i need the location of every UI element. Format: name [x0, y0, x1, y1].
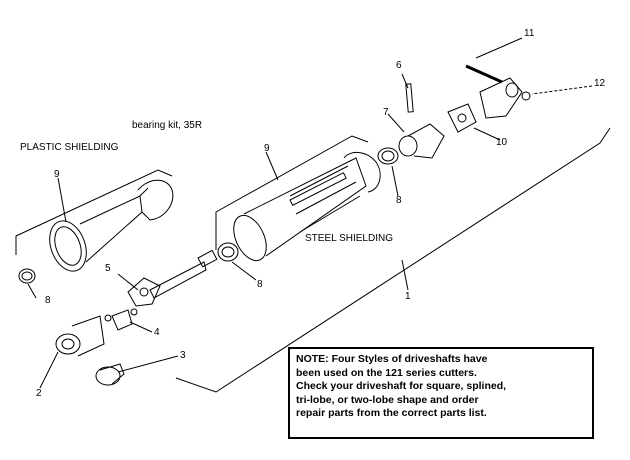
leader-4 — [129, 321, 153, 333]
callout-4: 4 — [154, 327, 160, 338]
nut-12 — [521, 91, 531, 101]
yoke-10 — [479, 77, 523, 119]
callout-9-left: 9 — [54, 169, 60, 180]
callout-8-left: 8 — [45, 295, 51, 306]
leader-5 — [117, 273, 139, 291]
cross-10 — [447, 103, 477, 133]
callout-10: 10 — [496, 137, 508, 148]
collar-3 — [95, 363, 125, 386]
callout-12: 12 — [594, 78, 606, 89]
callout-2: 2 — [36, 388, 42, 399]
yoke-2 — [55, 315, 105, 357]
leader-10 — [473, 127, 501, 141]
note-line: repair parts from the correct parts list… — [296, 407, 487, 419]
callout-9-middle: 9 — [264, 143, 270, 154]
note-box: NOTE: Four Styles of driveshafts have be… — [288, 347, 594, 439]
bearing-kit-label: bearing kit, 35R — [132, 120, 203, 131]
leader-1 — [401, 259, 409, 291]
callout-8-middle: 8 — [257, 279, 263, 290]
ring-8-left — [18, 268, 36, 284]
cross-4 — [104, 308, 138, 331]
callout-5: 5 — [105, 263, 111, 274]
inner-shaft — [149, 261, 207, 299]
ring-8-middle — [217, 242, 239, 262]
callout-11: 11 — [524, 28, 535, 39]
plastic-shielding-bracket — [15, 169, 173, 255]
yoke-5 — [127, 277, 161, 307]
callout-8-top: 8 — [396, 195, 402, 206]
note-line: been used on the 121 series cutters. — [296, 366, 477, 379]
pin-6 — [405, 83, 414, 113]
leader-8-top — [391, 165, 399, 197]
leader-11 — [475, 37, 523, 59]
note-line: Check your driveshaft for square, spline… — [296, 380, 507, 392]
plastic-shield — [49, 179, 174, 272]
callout-7: 7 — [383, 107, 389, 118]
callout-1: 1 — [405, 291, 411, 302]
leader-8-middle — [231, 261, 257, 281]
yoke-7 — [398, 123, 445, 159]
leader-12 — [531, 85, 593, 95]
callout-6: 6 — [396, 60, 402, 71]
plastic-shielding-label: PLASTIC SHIELDING — [20, 142, 119, 153]
leader-8-left — [27, 283, 37, 299]
leader-7 — [387, 113, 405, 133]
leader-3 — [117, 355, 179, 373]
leader-9-left — [57, 177, 67, 223]
note-line: tri-lobe, or two-lobe shape and order — [296, 393, 479, 406]
steel-shield — [233, 152, 381, 262]
bolt-11 — [465, 64, 503, 84]
ring-8-top — [377, 147, 399, 165]
leader-9-middle — [265, 151, 279, 181]
leader-6 — [401, 73, 409, 89]
item-1-bracket — [175, 127, 611, 393]
steel-shielding-bracket — [215, 135, 369, 250]
leader-2 — [39, 351, 59, 389]
note-line: NOTE: Four Styles of driveshafts have — [296, 353, 488, 365]
steel-shielding-label: STEEL SHIELDING — [305, 233, 393, 244]
callout-3: 3 — [180, 350, 186, 361]
